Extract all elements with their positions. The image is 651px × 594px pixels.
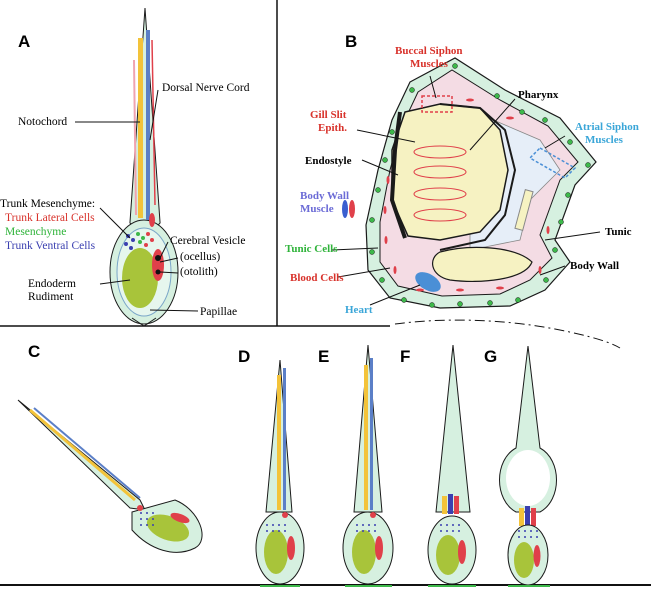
larva-f-red-stub — [454, 496, 459, 514]
larva-c-nerve — [33, 407, 141, 499]
pharynx-shape — [391, 103, 509, 241]
larva-c-notochord — [29, 408, 136, 502]
tunic-cells — [369, 63, 591, 308]
tail-red-line — [151, 39, 156, 206]
buccal-label-line2: Muscles — [410, 58, 449, 70]
panel-c-letter: C — [28, 342, 40, 361]
body-wall-muscle-blue — [342, 200, 348, 218]
lateral-red-oval — [149, 213, 155, 227]
buccal-muscle-shape — [421, 95, 453, 113]
trunk-lateral-cells-label: Trunk Lateral Cells — [5, 212, 95, 224]
buccal-label-line1: Buccal Siphon — [395, 45, 463, 57]
larva-g-tail-bulge — [506, 450, 550, 506]
pharynx-wall — [439, 103, 517, 251]
panel-e: E — [318, 344, 394, 585]
body-wall-label: Body Wall — [570, 260, 619, 272]
notochord-shape — [138, 38, 143, 218]
panel-a-leaders — [75, 89, 199, 312]
larva-e-notochord — [364, 365, 368, 510]
gill-slits — [413, 145, 467, 222]
endostyle-label: Endostyle — [305, 155, 352, 167]
larva-g-cerebral — [533, 545, 541, 567]
tail-muscle — [133, 59, 137, 216]
gill-slit-label-line1: Gill Slit — [310, 109, 347, 121]
blood-cells-label: Blood Cells — [290, 272, 344, 284]
larva-f-mesenchyme — [436, 520, 464, 534]
larva-e-nerve — [370, 358, 373, 510]
heart-label: Heart — [345, 304, 373, 316]
larva-c-red-dot — [137, 505, 143, 511]
atrial-label-line1: Atrial Siphon — [575, 121, 639, 133]
tunic-cells-label: Tunic Cells — [285, 243, 338, 255]
otolith-label: (otolith) — [180, 266, 218, 278]
endoderm-label-line1: Endoderm — [28, 278, 76, 290]
larva-d-nerve — [283, 368, 286, 510]
blood-cells — [383, 98, 550, 292]
panel-c: C — [17, 342, 203, 553]
larva-e-cerebral — [375, 536, 383, 560]
larva-d-cerebral — [287, 536, 295, 560]
panel-g: G — [484, 345, 557, 586]
body-wall-muscle-label-line1: Body Wall — [300, 190, 349, 202]
larva-g-notochord-stub — [519, 508, 524, 526]
larva-e-mesenchyme — [352, 520, 378, 534]
larva-c-cerebral — [170, 512, 190, 524]
panel-f: F — [400, 344, 477, 585]
larva-g-red-stub — [531, 508, 536, 526]
panel-b-leaders — [331, 75, 601, 306]
body-wall-muscle-label-line2: Muscle — [300, 203, 334, 215]
dorsal-nerve-cord-label: Dorsal Nerve Cord — [162, 82, 250, 94]
atrial-muscle-shape — [528, 147, 577, 179]
papillae-shape — [131, 317, 157, 327]
pharynx-label: Pharynx — [518, 89, 559, 101]
notochord-label: Notochord — [18, 116, 67, 128]
papillae-label: Papillae — [200, 306, 237, 318]
otolith-dot — [155, 269, 161, 275]
larva-g-mesenchyme — [514, 526, 540, 538]
gut-loop — [432, 246, 533, 282]
endoderm-shape — [122, 248, 158, 308]
panel-b-letter: B — [345, 32, 357, 51]
larva-f-notochord-stub — [442, 496, 447, 514]
trunk-mesenchyme-label: Trunk Mesenchyme: — [0, 198, 95, 210]
larva-g-nerve-stub — [525, 506, 530, 526]
larva-d-red-dot — [282, 512, 288, 518]
larva-f-tail — [435, 344, 471, 513]
panel-a-letter: A — [18, 32, 30, 51]
body-wall-muscle-red — [349, 200, 355, 218]
larva-c-mesenchyme — [140, 512, 158, 526]
panel-d: D — [238, 347, 305, 585]
ocellus-label: (ocellus) — [180, 251, 220, 263]
panel-e-letter: E — [318, 347, 329, 366]
larva-e-red-dot — [370, 512, 376, 518]
endoderm-label-line2: Rudiment — [28, 291, 74, 303]
endostyle-shape — [389, 111, 407, 239]
larva-e-endoderm — [352, 530, 376, 574]
larva-d-endoderm — [264, 530, 288, 574]
panel-b: B — [285, 32, 639, 316]
panel-g-letter: G — [484, 347, 497, 366]
nerve-cord-shape — [146, 30, 150, 220]
larva-d-mesenchyme — [266, 522, 290, 534]
panel-d-letter: D — [238, 347, 250, 366]
gill-slit-label-line2: Epith. — [318, 122, 347, 134]
cerebral-vesicle-label: Cerebral Vesicle — [170, 235, 245, 247]
larva-d-notochord — [277, 375, 281, 510]
larva-f-nerve-stub — [448, 494, 453, 514]
mesenchyme-label: Mesenchyme — [5, 226, 66, 238]
larva-g-endoderm — [514, 542, 534, 578]
gonad-shape — [514, 189, 534, 231]
ocellus-dot — [155, 255, 161, 261]
panel-f-letter: F — [400, 347, 410, 366]
trunk-ventral-cells-label: Trunk Ventral Cells — [5, 240, 96, 252]
tunic-label: Tunic — [605, 226, 632, 238]
atrial-label-line2: Muscles — [585, 134, 624, 146]
larva-f-endoderm — [436, 535, 460, 575]
panel-a: A — [0, 7, 250, 327]
larva-f-cerebral — [458, 540, 466, 564]
heart-shape — [415, 272, 441, 292]
